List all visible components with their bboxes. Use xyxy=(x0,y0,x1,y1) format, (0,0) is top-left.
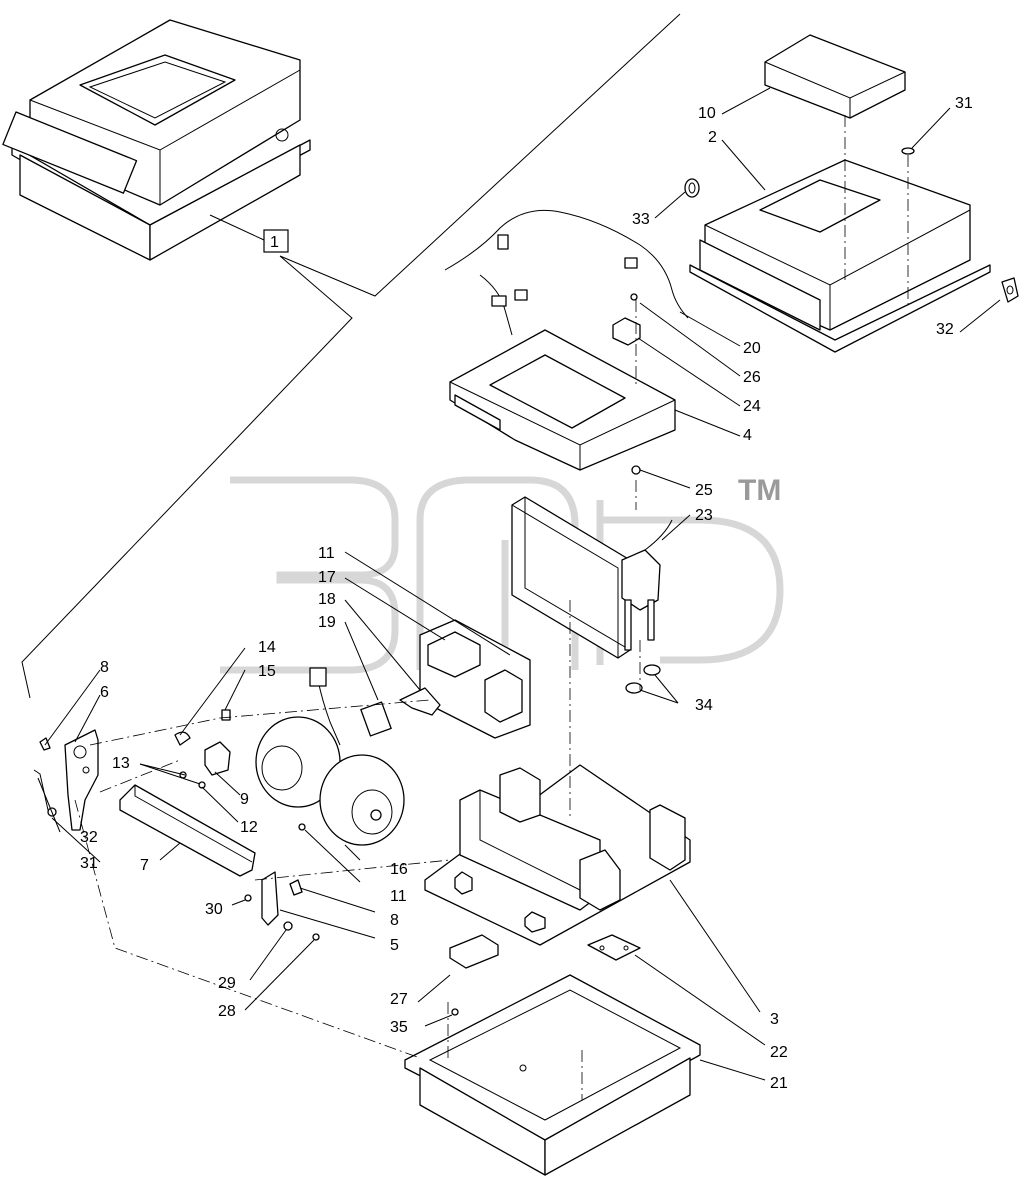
callout-4: 4 xyxy=(743,427,752,444)
part-26-screw xyxy=(630,293,638,301)
explosion-boundary xyxy=(21,13,681,699)
part-19-connector xyxy=(360,701,392,737)
callout-24: 24 xyxy=(743,398,761,415)
construction-lines xyxy=(74,115,909,1100)
callout-22: 22 xyxy=(770,1044,788,1061)
part-33-grommet xyxy=(684,178,700,198)
part-6-bracket xyxy=(64,729,99,831)
callout-3: 3 xyxy=(770,1011,779,1028)
callout-14: 14 xyxy=(258,639,276,656)
part-16-blower-assembly xyxy=(255,667,405,846)
part-28-screw xyxy=(312,933,320,941)
callout-18: 18 xyxy=(318,591,336,608)
watermark-logo: TM xyxy=(220,474,784,674)
leader-lines xyxy=(37,87,1001,1081)
part-8-clip-lower xyxy=(289,879,303,896)
part-27-pad xyxy=(449,934,499,969)
callout-10: 10 xyxy=(698,105,716,122)
callout-2: 2 xyxy=(708,129,717,146)
part-24-relay xyxy=(612,317,641,346)
callout-28: 28 xyxy=(218,1003,236,1020)
callout-35: 35 xyxy=(390,1019,408,1036)
callout-11-upper: 11 xyxy=(318,545,335,562)
part-10-cover xyxy=(764,34,906,119)
part-18-bracket xyxy=(399,687,441,716)
callout-26: 26 xyxy=(743,369,761,386)
callout-20: 20 xyxy=(743,340,761,357)
callout-8-upper: 8 xyxy=(100,659,109,676)
callout-5: 5 xyxy=(390,937,399,954)
callout-19: 19 xyxy=(318,614,336,631)
part-15-label xyxy=(221,709,231,721)
assembly-reference-box: 1 xyxy=(263,229,289,253)
callout-12: 12 xyxy=(240,819,258,836)
callout-32-left: 32 xyxy=(80,829,98,846)
part-11-screw xyxy=(298,823,306,831)
callout-labels: 10 2 31 33 32 20 26 24 4 25 23 34 11 17 … xyxy=(80,95,973,1092)
part-4-frame xyxy=(449,329,676,471)
part-5-bracket xyxy=(261,871,279,926)
callout-23: 23 xyxy=(695,507,713,524)
part-8-clip-upper xyxy=(39,737,51,751)
callout-34: 34 xyxy=(695,697,713,714)
callout-1: 1 xyxy=(270,234,279,251)
part-23-heater-core xyxy=(511,496,673,659)
part-22-plate xyxy=(587,934,641,961)
callout-29: 29 xyxy=(218,975,236,992)
part-32-clip xyxy=(1001,277,1019,303)
callout-32: 32 xyxy=(936,321,954,338)
part-14-clip xyxy=(174,731,191,746)
callout-17: 17 xyxy=(318,569,336,586)
complete-unit-assembly xyxy=(2,19,311,261)
trademark-mark: TM xyxy=(738,474,781,507)
callout-27: 27 xyxy=(390,991,408,1008)
callout-30: 30 xyxy=(205,901,223,918)
callout-13: 13 xyxy=(112,755,130,772)
part-3-housing xyxy=(424,764,691,946)
part-20-wiring-harness xyxy=(444,209,689,336)
part-2-housing-cover xyxy=(689,159,991,353)
part-31-rod xyxy=(33,769,49,811)
part-31-screw xyxy=(901,147,915,155)
callout-15: 15 xyxy=(258,663,276,680)
callout-31-left: 31 xyxy=(80,855,98,872)
part-17-filter-plate xyxy=(419,619,531,739)
part-21-base-tray xyxy=(404,974,701,1176)
leader-1 xyxy=(209,214,265,241)
part-34-hose-clamps xyxy=(625,664,661,694)
part-35-screw xyxy=(451,1008,459,1016)
callout-9: 9 xyxy=(240,791,249,808)
part-7-panel xyxy=(119,784,256,877)
callout-21: 21 xyxy=(770,1075,788,1092)
callout-7: 7 xyxy=(140,857,149,874)
part-12-screw xyxy=(198,781,206,789)
callout-8-lower: 8 xyxy=(390,912,399,929)
part-30-screw xyxy=(244,894,252,902)
callout-11-lower: 11 xyxy=(390,888,407,905)
part-29-nut xyxy=(283,921,293,931)
callout-31: 31 xyxy=(955,95,973,112)
callout-6: 6 xyxy=(100,684,109,701)
callout-25: 25 xyxy=(695,482,713,499)
part-25-nut xyxy=(631,465,641,475)
part-9-switch xyxy=(204,741,231,776)
callout-16: 16 xyxy=(390,861,408,878)
callout-33: 33 xyxy=(632,211,650,228)
